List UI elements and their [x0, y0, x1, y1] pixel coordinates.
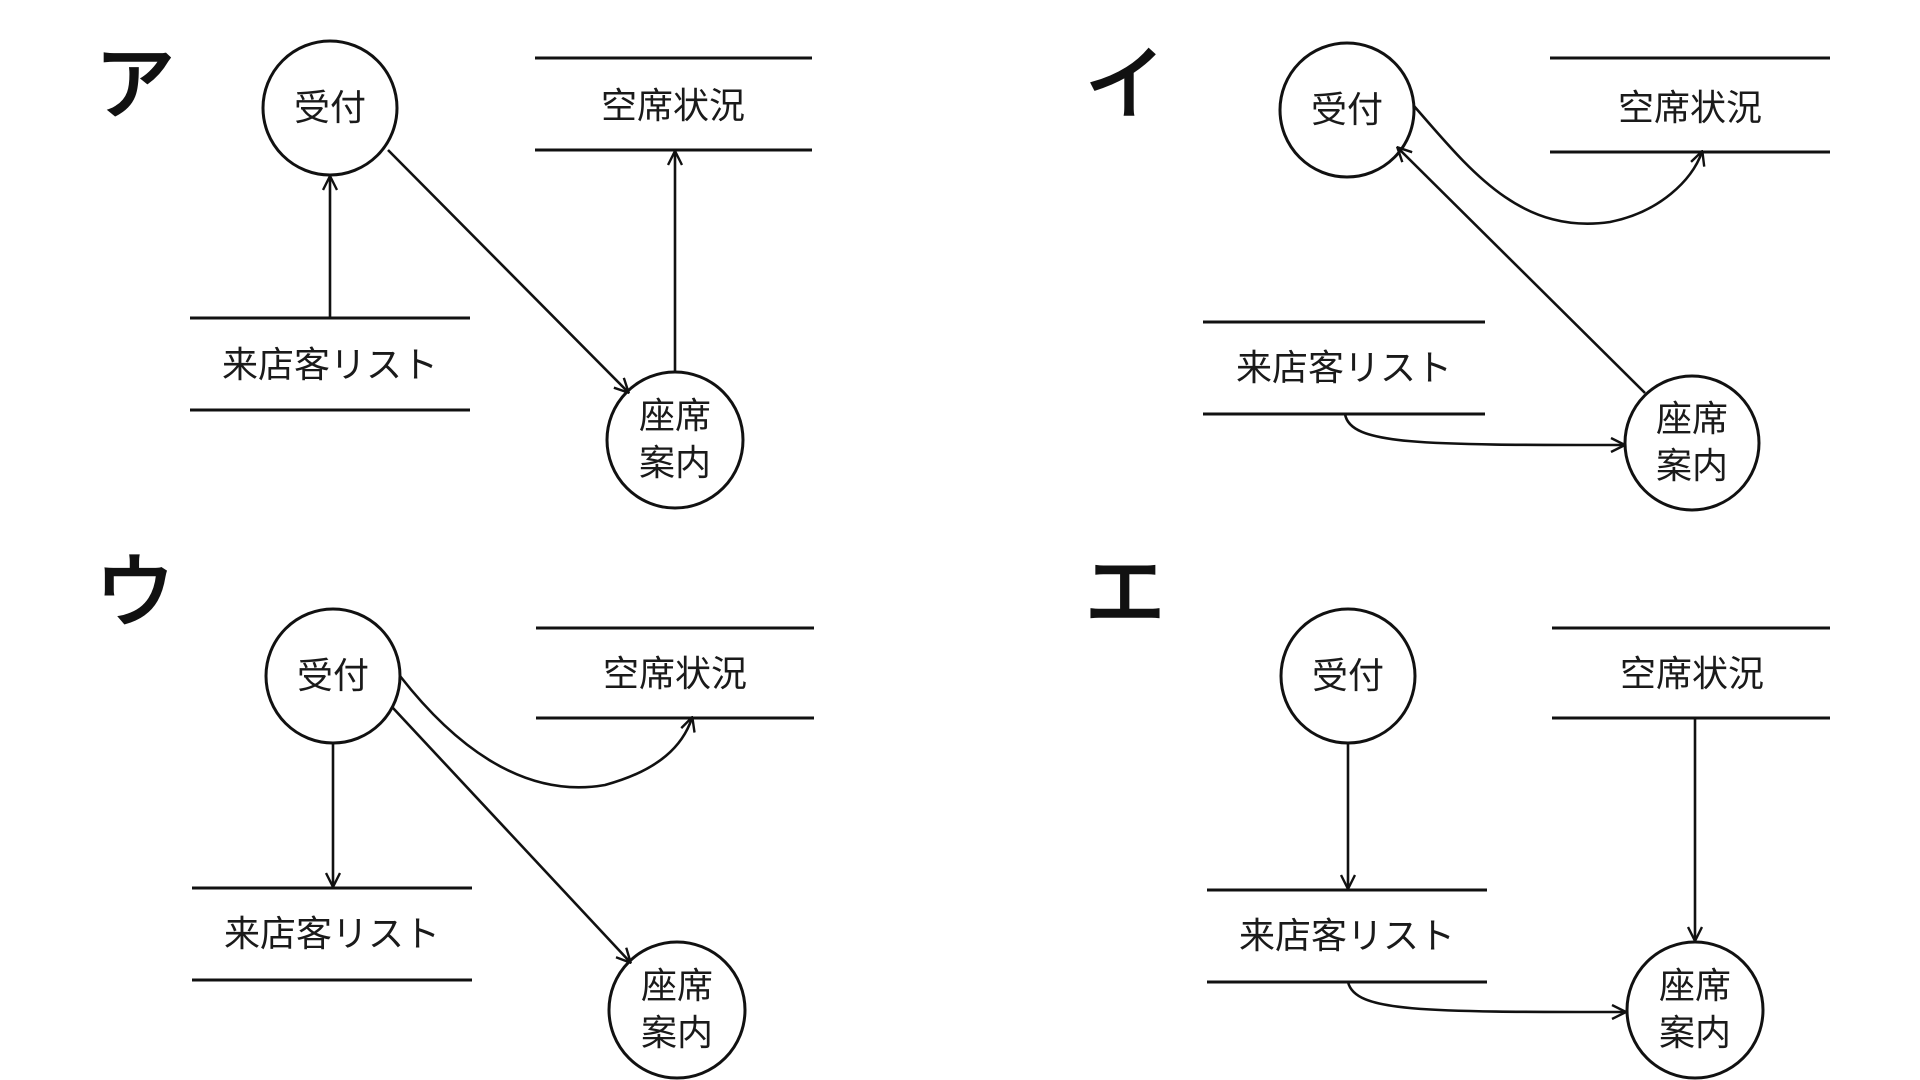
panel-a-seating-label-2: 案内: [639, 443, 711, 484]
panel-a-flow-reception-to-seating: [387, 149, 628, 392]
panel-i-label: イ: [1085, 38, 1165, 131]
panel-i-flow-customers-to-seating: [1343, 413, 1624, 445]
panel-u-label: ウ: [95, 546, 175, 639]
panel-a-seating-label-1: 座席: [639, 396, 711, 437]
panel-e-flow-customers-to-seating: [1346, 981, 1625, 1012]
panel-e-seating-label-1: 座席: [1659, 966, 1731, 1007]
panel-u-customer-label: 来店客リスト: [224, 914, 440, 955]
panel-e-reception-label: 受付: [1312, 656, 1384, 697]
panel-e-customer-label: 来店客リスト: [1239, 916, 1455, 957]
panel-u-flow-reception-to-availability: [398, 675, 692, 789]
panel-a-customer-label: 来店客リスト: [222, 345, 438, 386]
panel-i-flow-reception-to-availability: [1413, 105, 1702, 225]
panel-e-label: エ: [1085, 546, 1165, 639]
panel-i-availability-label: 空席状況: [1618, 88, 1762, 129]
panel-a-reception-label: 受付: [294, 88, 366, 129]
panel-u-seating-label-2: 案内: [641, 1013, 713, 1054]
panel-i: イ 受付 空席状況 来店客リスト 座席 案内: [1085, 38, 1830, 512]
panel-i-reception-process: [1278, 41, 1416, 179]
panel-i-reception-label: 受付: [1311, 90, 1383, 131]
panel-u-flow-reception-to-seating: [392, 707, 630, 962]
panel-i-customer-label: 来店客リスト: [1236, 348, 1452, 389]
panel-i-seating-label-2: 案内: [1656, 446, 1728, 487]
panel-i-seating-label-1: 座席: [1656, 399, 1728, 440]
panel-u-availability-label: 空席状況: [603, 654, 747, 695]
panel-e-seating-label-2: 案内: [1659, 1013, 1731, 1054]
panel-u: ウ 受付 空席状況 来店客リスト 座席 案内: [95, 546, 814, 1080]
panel-e-seating-process: [1625, 940, 1765, 1080]
panel-u-seating-label-1: 座席: [641, 966, 713, 1007]
panel-u-seating-process: [607, 940, 747, 1080]
panel-u-reception-label: 受付: [297, 656, 369, 697]
panel-a: ア 受付 空席状況 来店客リスト 座席 案内: [95, 38, 812, 510]
panel-i-flow-seating-to-reception: [1398, 148, 1646, 394]
panel-i-seating-process: [1623, 374, 1761, 512]
panel-a-availability-label: 空席状況: [601, 86, 745, 127]
panel-e: エ 受付 空席状況 来店客リスト 座席 案内: [1085, 546, 1830, 1080]
panel-e-availability-label: 空席状況: [1620, 654, 1764, 695]
panel-a-label: ア: [95, 38, 175, 131]
